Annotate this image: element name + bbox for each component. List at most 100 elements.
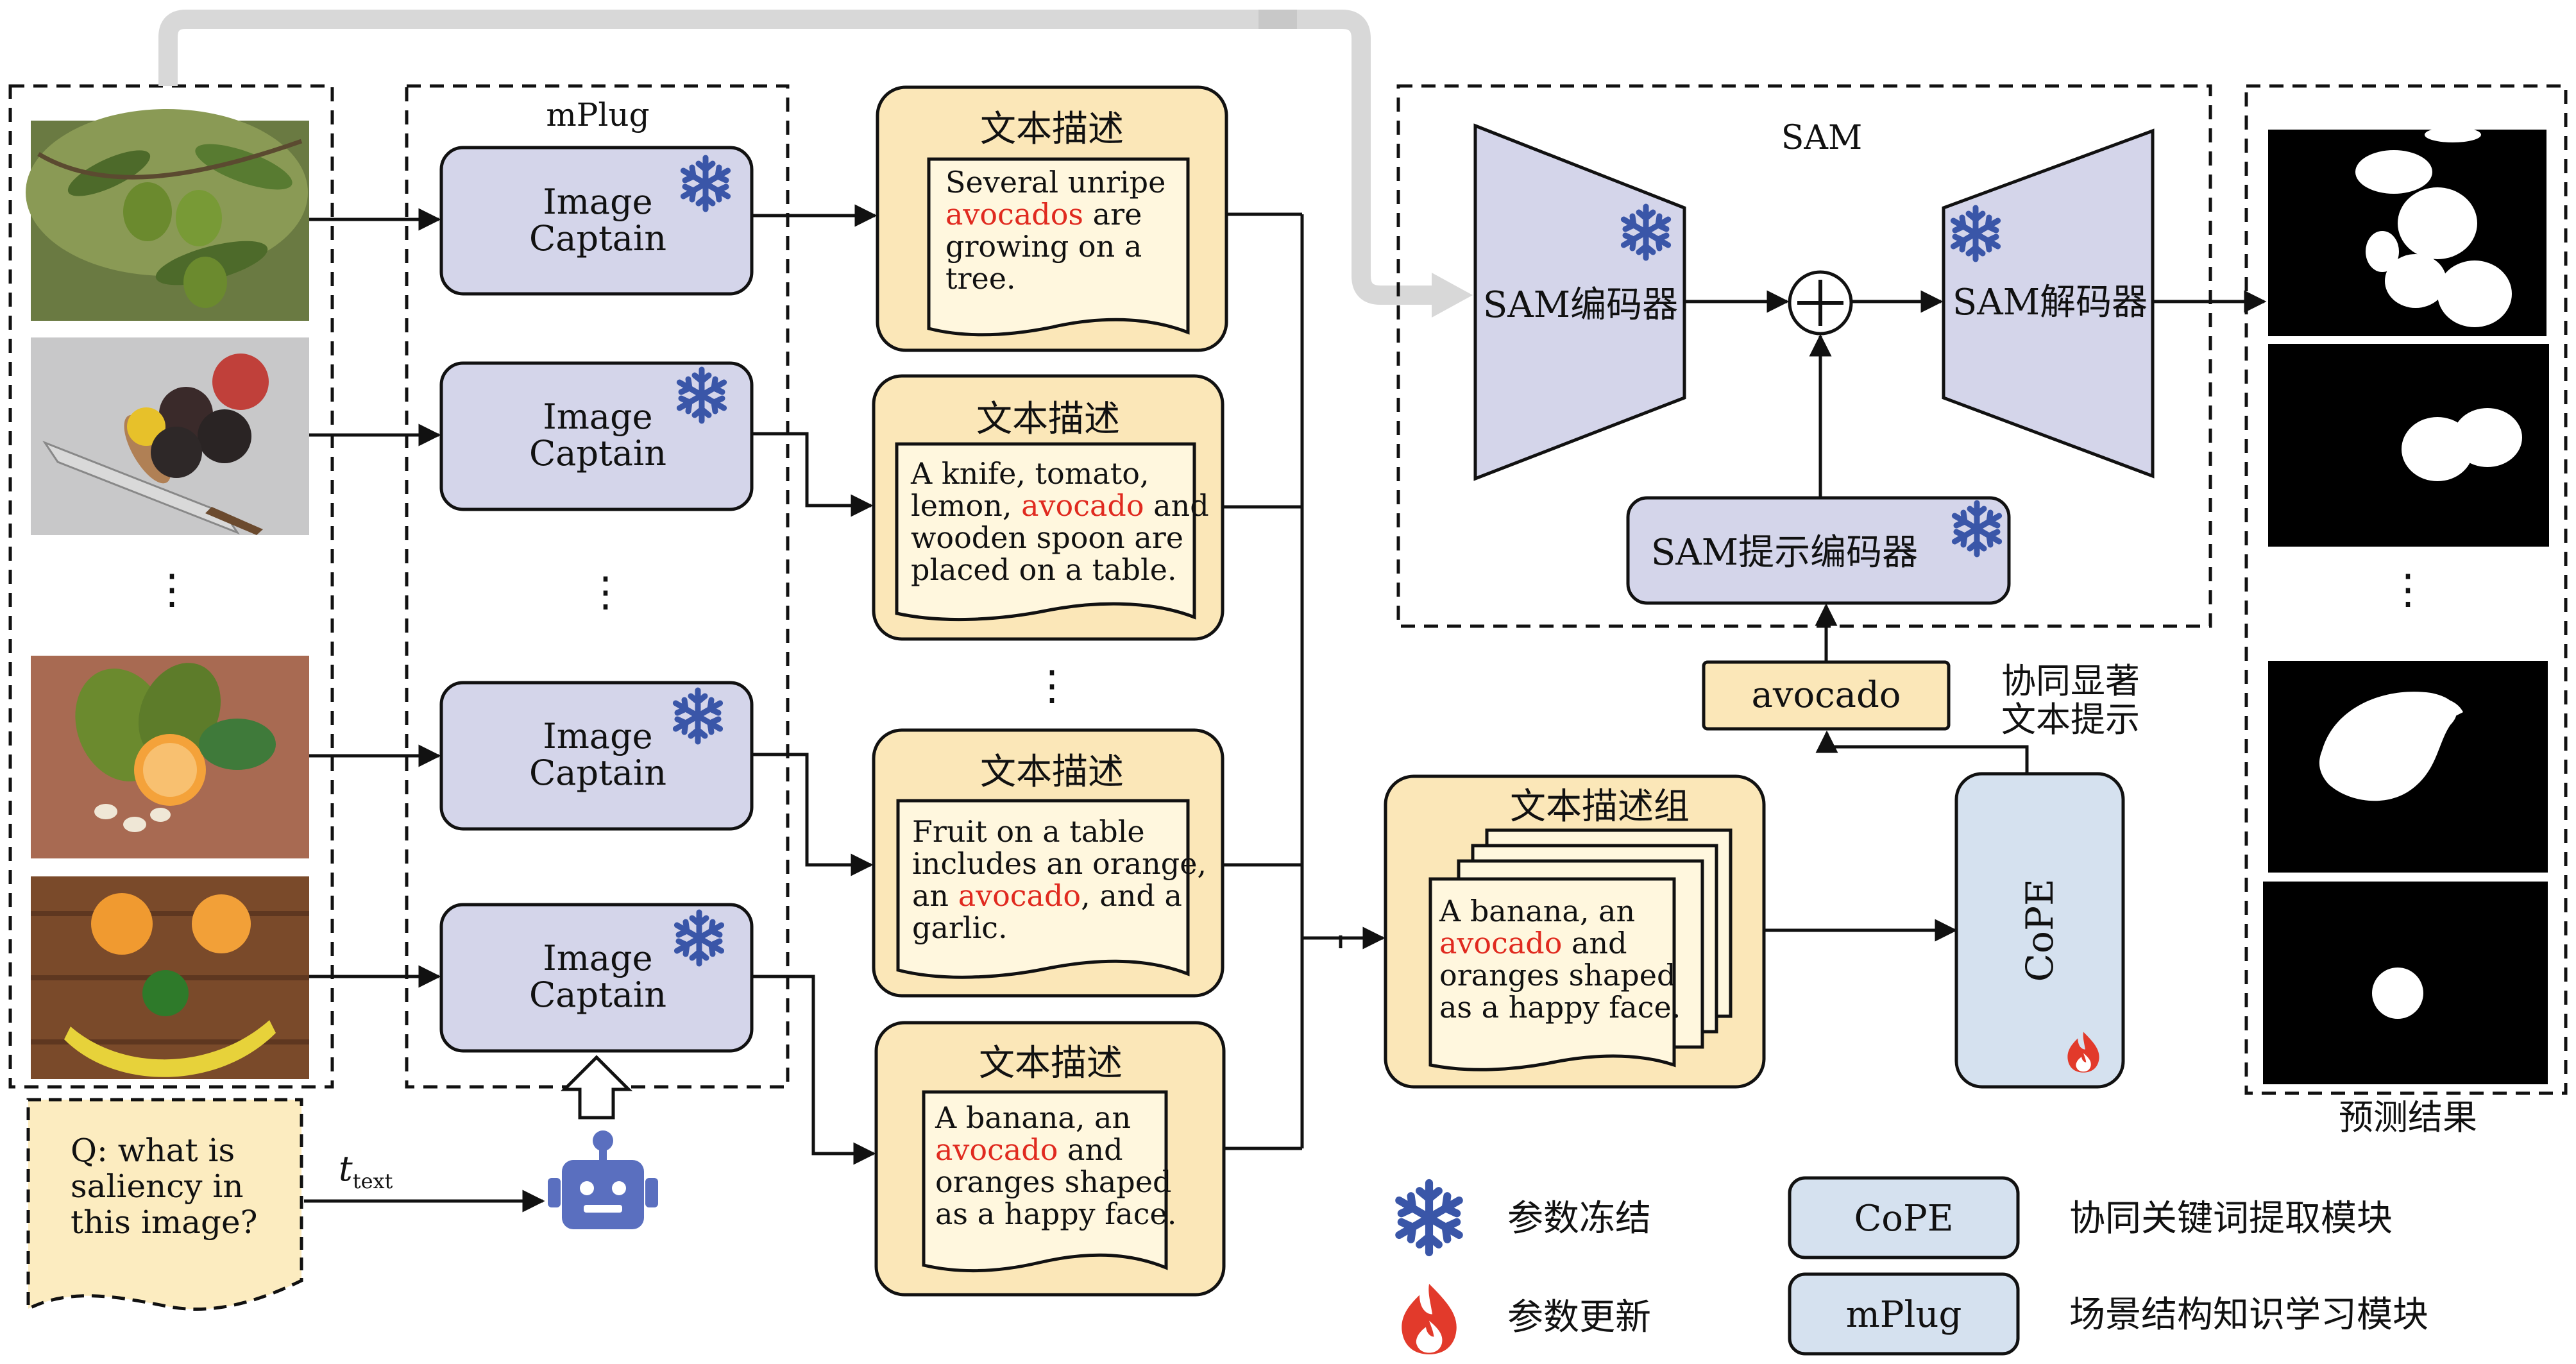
caption-line: Several unripe (945, 165, 1165, 200)
sam-encoder: SAM编码器 (1473, 123, 1686, 481)
captain-ellipsis: ⋮ (585, 568, 626, 616)
svg-text:mPlug: mPlug (1846, 1294, 1962, 1336)
input-image-2 (31, 337, 309, 535)
prediction-ellipsis: ⋮ (2387, 566, 2428, 613)
synergy-prompt-label-2: 文本提示 (2001, 699, 2140, 740)
flame-icon (1402, 1284, 1457, 1354)
svg-text:文本描述: 文本描述 (976, 398, 1120, 440)
prediction-label: 预测结果 (2339, 1097, 2477, 1138)
svg-text:SAM编码器: SAM编码器 (1483, 284, 1678, 326)
t-text-label: ttext (339, 1148, 393, 1193)
svg-text:场景结构知识学习模块: 场景结构知识学习模块 (2069, 1294, 2428, 1336)
svg-text:Captain: Captain (529, 218, 666, 259)
svg-text:Image: Image (543, 938, 652, 978)
prediction-mask-1 (2268, 127, 2546, 336)
sam-title: SAM (1781, 119, 1862, 157)
cope-to-avocado-arrow (1815, 730, 2029, 774)
svg-text:SAM解码器: SAM解码器 (1953, 282, 2148, 323)
svg-text:Image: Image (543, 182, 652, 222)
caption-line: includes an orange, (912, 846, 1207, 881)
svg-text:文本描述组: 文本描述组 (1510, 786, 1690, 828)
prediction-mask-2 (2268, 344, 2549, 547)
svg-text:文本描述: 文本描述 (980, 751, 1124, 793)
prediction-mask-3 (2268, 661, 2548, 873)
question-note: Q: what is saliency in this image? (26, 1098, 303, 1312)
caption-line: as a happy face. (935, 1197, 1176, 1231)
robot-up-arrow (560, 1055, 633, 1120)
image-to-captain-arrows (309, 208, 441, 988)
robot-icon (548, 1130, 658, 1229)
caption-line: lemon, avocado and (911, 488, 1209, 523)
sam-prompt-encoder: SAM提示编码器 (1626, 496, 2011, 605)
svg-text:Captain: Captain (529, 753, 666, 793)
text-description-card-2: 文本描述 A knife, tomato,lemon, avocado andw… (872, 374, 1224, 641)
svg-text:Image: Image (543, 716, 652, 756)
sum-node (1788, 270, 1853, 336)
svg-text:协同关键词提取模块: 协同关键词提取模块 (2069, 1198, 2393, 1240)
svg-text:Captain: Captain (529, 433, 666, 473)
desc-ellipsis: ⋮ (1031, 662, 1072, 710)
svg-text:CoPE: CoPE (1854, 1198, 1953, 1240)
svg-text:CoPE: CoPE (2018, 879, 2062, 982)
caption-line: avocado and (935, 1132, 1123, 1167)
svg-text:this image?: this image? (71, 1204, 257, 1241)
caption-text-2: A knife, tomato,lemon, avocado andwooden… (910, 456, 1209, 587)
caption-line: Fruit on a table (912, 814, 1145, 849)
caption-line: avocados are (945, 197, 1142, 232)
caption-line: wooden spoon are (911, 520, 1183, 555)
caption-line: oranges shaped (1439, 958, 1675, 993)
prediction-mask-4 (2263, 882, 2548, 1084)
images-ellipsis: ⋮ (151, 566, 192, 613)
image-captain-box-1: Image Captain (439, 146, 754, 296)
caption-line: A knife, tomato, (910, 456, 1149, 491)
svg-text:SAM提示编码器: SAM提示编码器 (1651, 532, 1918, 574)
caption-line: oranges shaped (935, 1164, 1171, 1199)
image-captain-box-3: Image Captain (439, 681, 754, 831)
desc-aggregation-lines (1223, 212, 1343, 1150)
prediction-frame (2244, 84, 2568, 1095)
caption-line: an avocado, and a (912, 878, 1182, 913)
input-images-frame (8, 84, 334, 1089)
caption-line: growing on a (945, 229, 1142, 264)
input-image-3 (31, 656, 309, 858)
svg-text:saliency in: saliency in (71, 1168, 244, 1205)
caption-line: A banana, an (1439, 894, 1635, 928)
svg-text:参数冻结: 参数冻结 (1507, 1198, 1651, 1240)
image-to-sam-arrow (158, 10, 1432, 305)
avocado-prompt-box: avocado (1702, 660, 1951, 731)
synergy-prompt-label-1: 协同显著 (2001, 661, 2140, 701)
caption-line: garlic. (912, 910, 1008, 945)
image-captain-box-4: Image Captain (439, 903, 754, 1053)
input-image-4 (31, 876, 309, 1079)
sam-decoder: SAM解码器 (1942, 128, 2155, 479)
caption-line: tree. (945, 261, 1016, 296)
captain-to-desc-arrows (752, 204, 877, 1165)
svg-text:Image: Image (543, 396, 652, 437)
svg-text:Captain: Captain (529, 975, 666, 1015)
svg-text:avocado: avocado (1751, 674, 1901, 716)
svg-text:Q: what is: Q: what is (71, 1132, 235, 1169)
mplug-title: mPlug (546, 96, 649, 133)
legend: 参数冻结 参数更新 CoPE 协同关键词提取模块 mPlug 场景结构知识学习模… (1399, 1176, 2428, 1356)
caption-line: as a happy face. (1439, 990, 1681, 1025)
caption-line: placed on a table. (911, 552, 1177, 587)
svg-text:参数更新: 参数更新 (1507, 1297, 1651, 1338)
svg-text:文本描述: 文本描述 (979, 1043, 1123, 1084)
input-image-1 (26, 109, 309, 321)
caption-line: avocado and (1439, 926, 1627, 960)
image-captain-box-2: Image Captain (439, 361, 754, 511)
caption-line: A banana, an (935, 1100, 1131, 1135)
svg-text:文本描述: 文本描述 (980, 108, 1124, 150)
snowflake-icon (1399, 1183, 1459, 1252)
cope-module: CoPE (1954, 772, 2125, 1089)
sam-frame (1396, 84, 2212, 628)
